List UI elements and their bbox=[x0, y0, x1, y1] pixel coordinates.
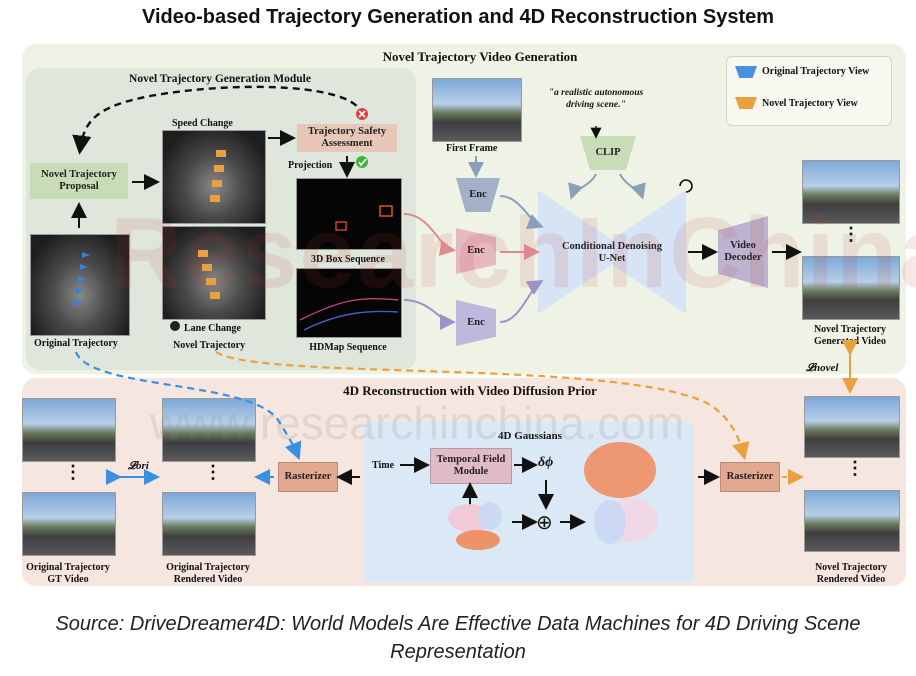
original-dashed-arrow bbox=[76, 352, 298, 456]
original-trajectory-arrows-icon bbox=[74, 252, 90, 306]
gaussian-blob-large bbox=[584, 442, 656, 498]
novel-dashed-arrow bbox=[216, 352, 744, 456]
accept-icon bbox=[356, 156, 368, 168]
source-caption: Source: DriveDreamer4D: World Models Are… bbox=[0, 610, 916, 666]
loop-icon bbox=[680, 180, 692, 192]
gaussian-blob-blue bbox=[594, 500, 626, 544]
novel-trajectory-arrows-icon bbox=[198, 150, 226, 299]
lane-change-icon bbox=[170, 321, 180, 331]
feedback-dashed-arrow bbox=[80, 87, 362, 150]
